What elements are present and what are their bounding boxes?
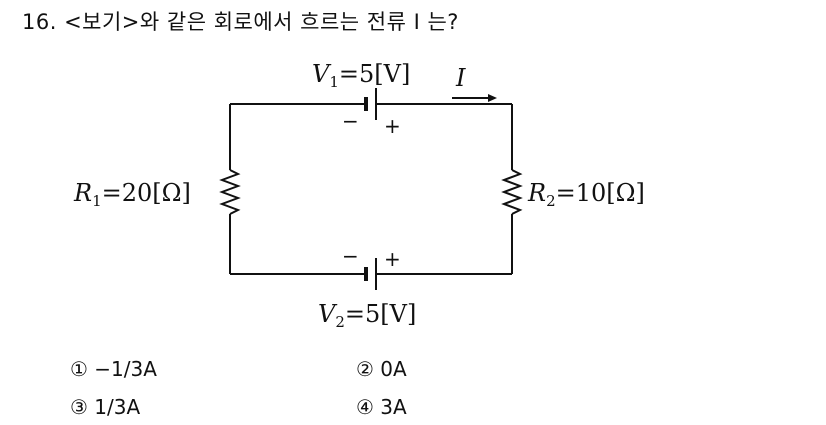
resistor-r2-symbol — [501, 169, 523, 215]
v1-plus-sign: + — [384, 114, 401, 138]
choice-1[interactable]: ① −1/3A — [70, 357, 157, 381]
choice-3-marker: ③ — [70, 395, 88, 419]
choice-1-marker: ① — [70, 357, 88, 381]
choice-4[interactable]: ④ 3A — [356, 395, 407, 419]
v2-plus-sign: + — [384, 247, 401, 271]
v2-minus-sign: − — [342, 244, 359, 268]
v1-label: V1=5[V] — [312, 60, 410, 91]
r2-label: R2=10[Ω] — [527, 179, 645, 210]
choice-3[interactable]: ③ 1/3A — [70, 395, 140, 419]
choice-2-text: 0A — [380, 357, 407, 381]
choice-4-marker: ④ — [356, 395, 374, 419]
current-arrow-head — [488, 94, 497, 102]
choice-2[interactable]: ② 0A — [356, 357, 407, 381]
choice-1-text: −1/3A — [94, 357, 157, 381]
question-text: 16. <보기>와 같은 회로에서 흐르는 전류 I 는? — [22, 10, 459, 34]
choice-2-marker: ② — [356, 357, 374, 381]
current-label: I — [455, 64, 466, 92]
r1-label: R1=20[Ω] — [73, 179, 191, 210]
resistor-r1-symbol — [219, 169, 241, 215]
choice-3-text: 1/3A — [94, 395, 141, 419]
choice-4-text: 3A — [380, 395, 407, 419]
v1-minus-sign: − — [342, 109, 359, 133]
v2-label: V2=5[V] — [318, 300, 416, 331]
